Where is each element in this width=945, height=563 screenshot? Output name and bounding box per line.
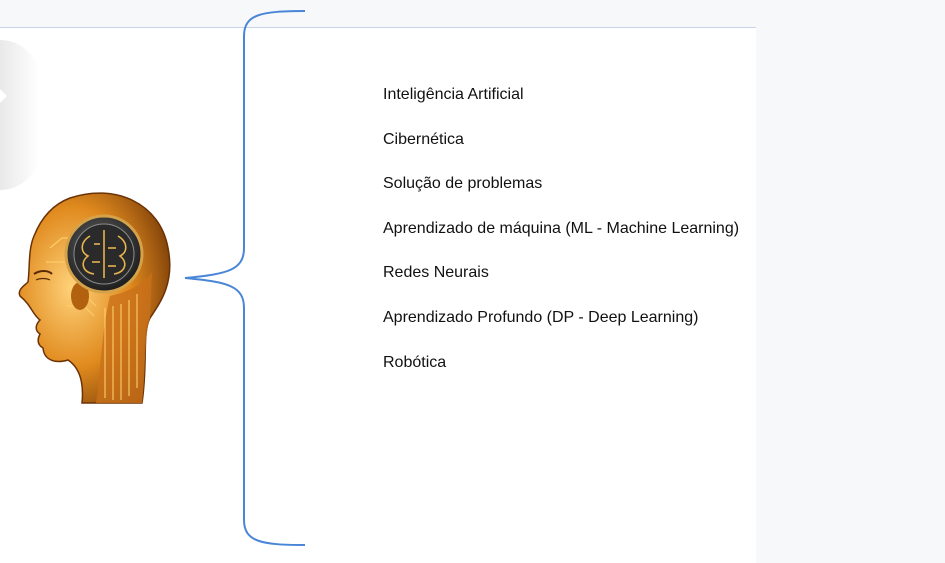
left-edge-shape — [0, 40, 40, 190]
list-item: Aprendizado Profundo (DP - Deep Learning… — [383, 308, 699, 326]
list-item: Redes Neurais — [383, 264, 489, 282]
top-band — [0, 0, 756, 28]
list-item: Solução de problemas — [383, 175, 543, 193]
list-item: Robótica — [383, 353, 447, 371]
curly-brace — [184, 10, 306, 546]
list-item: Inteligência Artificial — [383, 86, 524, 103]
list-item: Aprendizado de máquina (ML - Machine Lea… — [383, 219, 740, 237]
ai-head-brain-circuit-icon — [18, 192, 171, 404]
topic-list: Inteligência Artificial Cibernética Solu… — [383, 85, 739, 397]
diagram-canvas: Inteligência Artificial Cibernética Solu… — [0, 0, 756, 546]
brace-path — [184, 10, 306, 546]
left-arrow-icon — [0, 89, 7, 103]
list-item: Cibernética — [383, 130, 464, 148]
